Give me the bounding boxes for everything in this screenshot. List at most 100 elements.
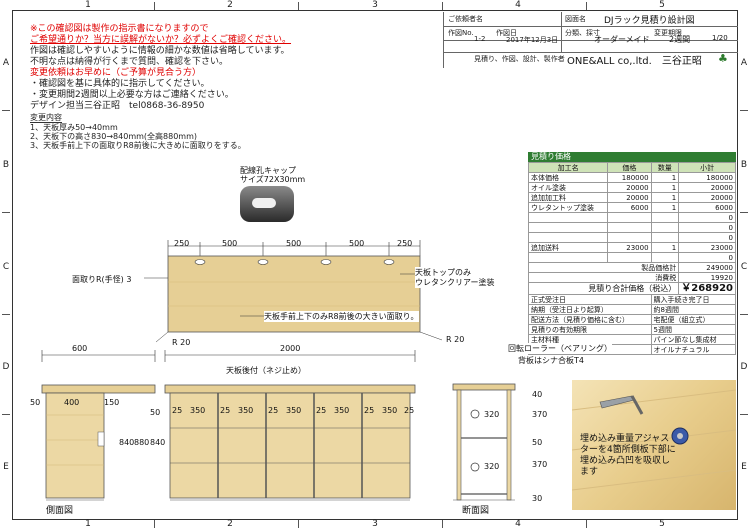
- table-row: 0: [527, 222, 736, 233]
- info-row: 配送方法（見積り価格に含む）宅配便（組立式）: [528, 314, 737, 325]
- r-right: R 20: [446, 335, 465, 344]
- company-name: ONE&ALL co,.ltd. 三谷正昭: [567, 56, 702, 67]
- grid-tick: [586, 2, 587, 10]
- section-h3: 40: [532, 390, 543, 399]
- wiring-cap-image: [240, 186, 294, 222]
- front-view-drawing: [164, 350, 416, 501]
- period-label: 変更期限: [654, 29, 682, 37]
- table-cell: 0: [678, 252, 736, 263]
- top-dim: 500: [286, 239, 302, 248]
- grid-row-b-right: B: [740, 160, 748, 170]
- table-cell: 0: [678, 232, 736, 243]
- note-line: ・変更期間2週間以上必要な方はご連絡ください。: [30, 90, 234, 100]
- table-cell: [650, 232, 680, 243]
- table-cell: 本体価格: [527, 172, 609, 183]
- grid-col-5: 5: [659, 0, 665, 10]
- period: 2週間: [669, 35, 691, 44]
- cap-label-1: 配線孔キャップ: [240, 166, 296, 175]
- info-row: 納期（受注日より起算）約8週間: [528, 304, 737, 315]
- date: 2017年12月3日: [506, 36, 559, 44]
- table-cell: [607, 252, 652, 263]
- grid-row-b: B: [2, 160, 10, 170]
- table-cell: 0: [678, 212, 736, 223]
- table-cell: 23000: [607, 242, 652, 253]
- side-view-caption: 側面図: [46, 506, 74, 516]
- note-line: 変更依頼はお早めに（ご予算が見合う方）: [30, 68, 202, 78]
- front-col: 25: [268, 406, 279, 415]
- front-col: 25: [220, 406, 231, 415]
- grid-col-4: 4: [515, 0, 521, 10]
- title-block: ご依頼者名 図面名 DJラック見積り設計図 作図No. 1-2 作図日 2017…: [443, 12, 738, 68]
- table-cell: [650, 222, 680, 233]
- changes-block: 変更内容 1、天板厚み50→40mm 2、天板下の高さ830→840mm(全高8…: [30, 113, 350, 150]
- tax-label: 消費税: [527, 272, 680, 283]
- note-line: ※この確認図は製作の指示書になりますので: [30, 24, 209, 34]
- front-h-1: 50: [150, 408, 161, 417]
- info-label: 配送方法（見積り価格に含む）: [528, 314, 652, 325]
- tax: 19920: [678, 272, 736, 283]
- note-line: ・確認図を基に具体的に指示してください。: [30, 79, 210, 89]
- category-label: 分類、採寸: [565, 29, 600, 37]
- table-cell: 1: [650, 242, 680, 253]
- grid-tick: [442, 520, 443, 528]
- table-cell: [527, 232, 609, 243]
- top-dim: 250: [397, 239, 413, 248]
- table-cell: 6000: [607, 202, 652, 213]
- section-h2: 370: [532, 460, 548, 469]
- grid-col-3: 3: [372, 0, 378, 10]
- section-h4: 50: [532, 438, 543, 447]
- grid-tick: [298, 2, 299, 10]
- grid-row-d-right: D: [740, 362, 748, 372]
- table-cell: [527, 222, 609, 233]
- table-cell: 180000: [678, 172, 736, 183]
- grid-row-a: A: [2, 58, 10, 68]
- estimate-header: 小計: [678, 162, 736, 173]
- grid-tick: [442, 2, 443, 10]
- section-d1: 320: [484, 410, 500, 419]
- grid-col-5-bottom: 5: [659, 519, 665, 529]
- maker-label: 見積り、作図、設計、製作者: [474, 55, 565, 63]
- grand-total-label: 見積り合計価格（税込）: [527, 282, 680, 295]
- table-cell: 0: [678, 222, 736, 233]
- table-cell: 1: [650, 202, 680, 213]
- grid-tick: [740, 414, 748, 415]
- label-front-chamfer: 天板手前上下のみR8前後の大きい面取り。: [264, 311, 419, 322]
- table-cell: 1: [650, 192, 680, 203]
- table-cell: 23000: [678, 242, 736, 253]
- table-cell: 20000: [607, 182, 652, 193]
- table-cell: [527, 252, 609, 263]
- front-col: 25: [364, 406, 375, 415]
- front-col: 350: [190, 406, 206, 415]
- info-value: パイン節なし集成材: [650, 334, 737, 345]
- table-cell: 1: [650, 172, 680, 183]
- table-cell: 20000: [678, 192, 736, 203]
- cap-label-2: サイズ72X30mm: [240, 175, 306, 184]
- section-view-drawing: [452, 383, 516, 501]
- section-d2: 320: [484, 462, 500, 471]
- grid-col-1-bottom: 1: [85, 519, 91, 529]
- product-total-label: 製品価格計: [527, 262, 680, 273]
- side-h-2: 50: [30, 398, 41, 407]
- section-h5: 30: [532, 494, 543, 503]
- front-col: 350: [238, 406, 254, 415]
- info-row: 正式受注日購入手続き完了日: [528, 294, 737, 305]
- table-cell: [607, 212, 652, 223]
- change-line: 2、天板下の高さ830→840mm(全高880mm): [30, 132, 198, 141]
- table-cell: [650, 252, 680, 263]
- front-width: 2000: [280, 344, 301, 353]
- label-back-screw: 天板後付（ネジ止め）: [226, 365, 306, 376]
- section-h1: 370: [532, 410, 548, 419]
- front-h-2: 840: [150, 438, 166, 447]
- estimate-header-row: 加工名 価格 数量 小計: [527, 162, 736, 173]
- table-cell: オイル塗装: [527, 182, 609, 193]
- grid-tick: [154, 520, 155, 528]
- table-cell: [527, 212, 609, 223]
- grid-tick: [2, 314, 10, 315]
- info-label: 正式受注日: [528, 294, 652, 305]
- grid-tick: [2, 414, 10, 415]
